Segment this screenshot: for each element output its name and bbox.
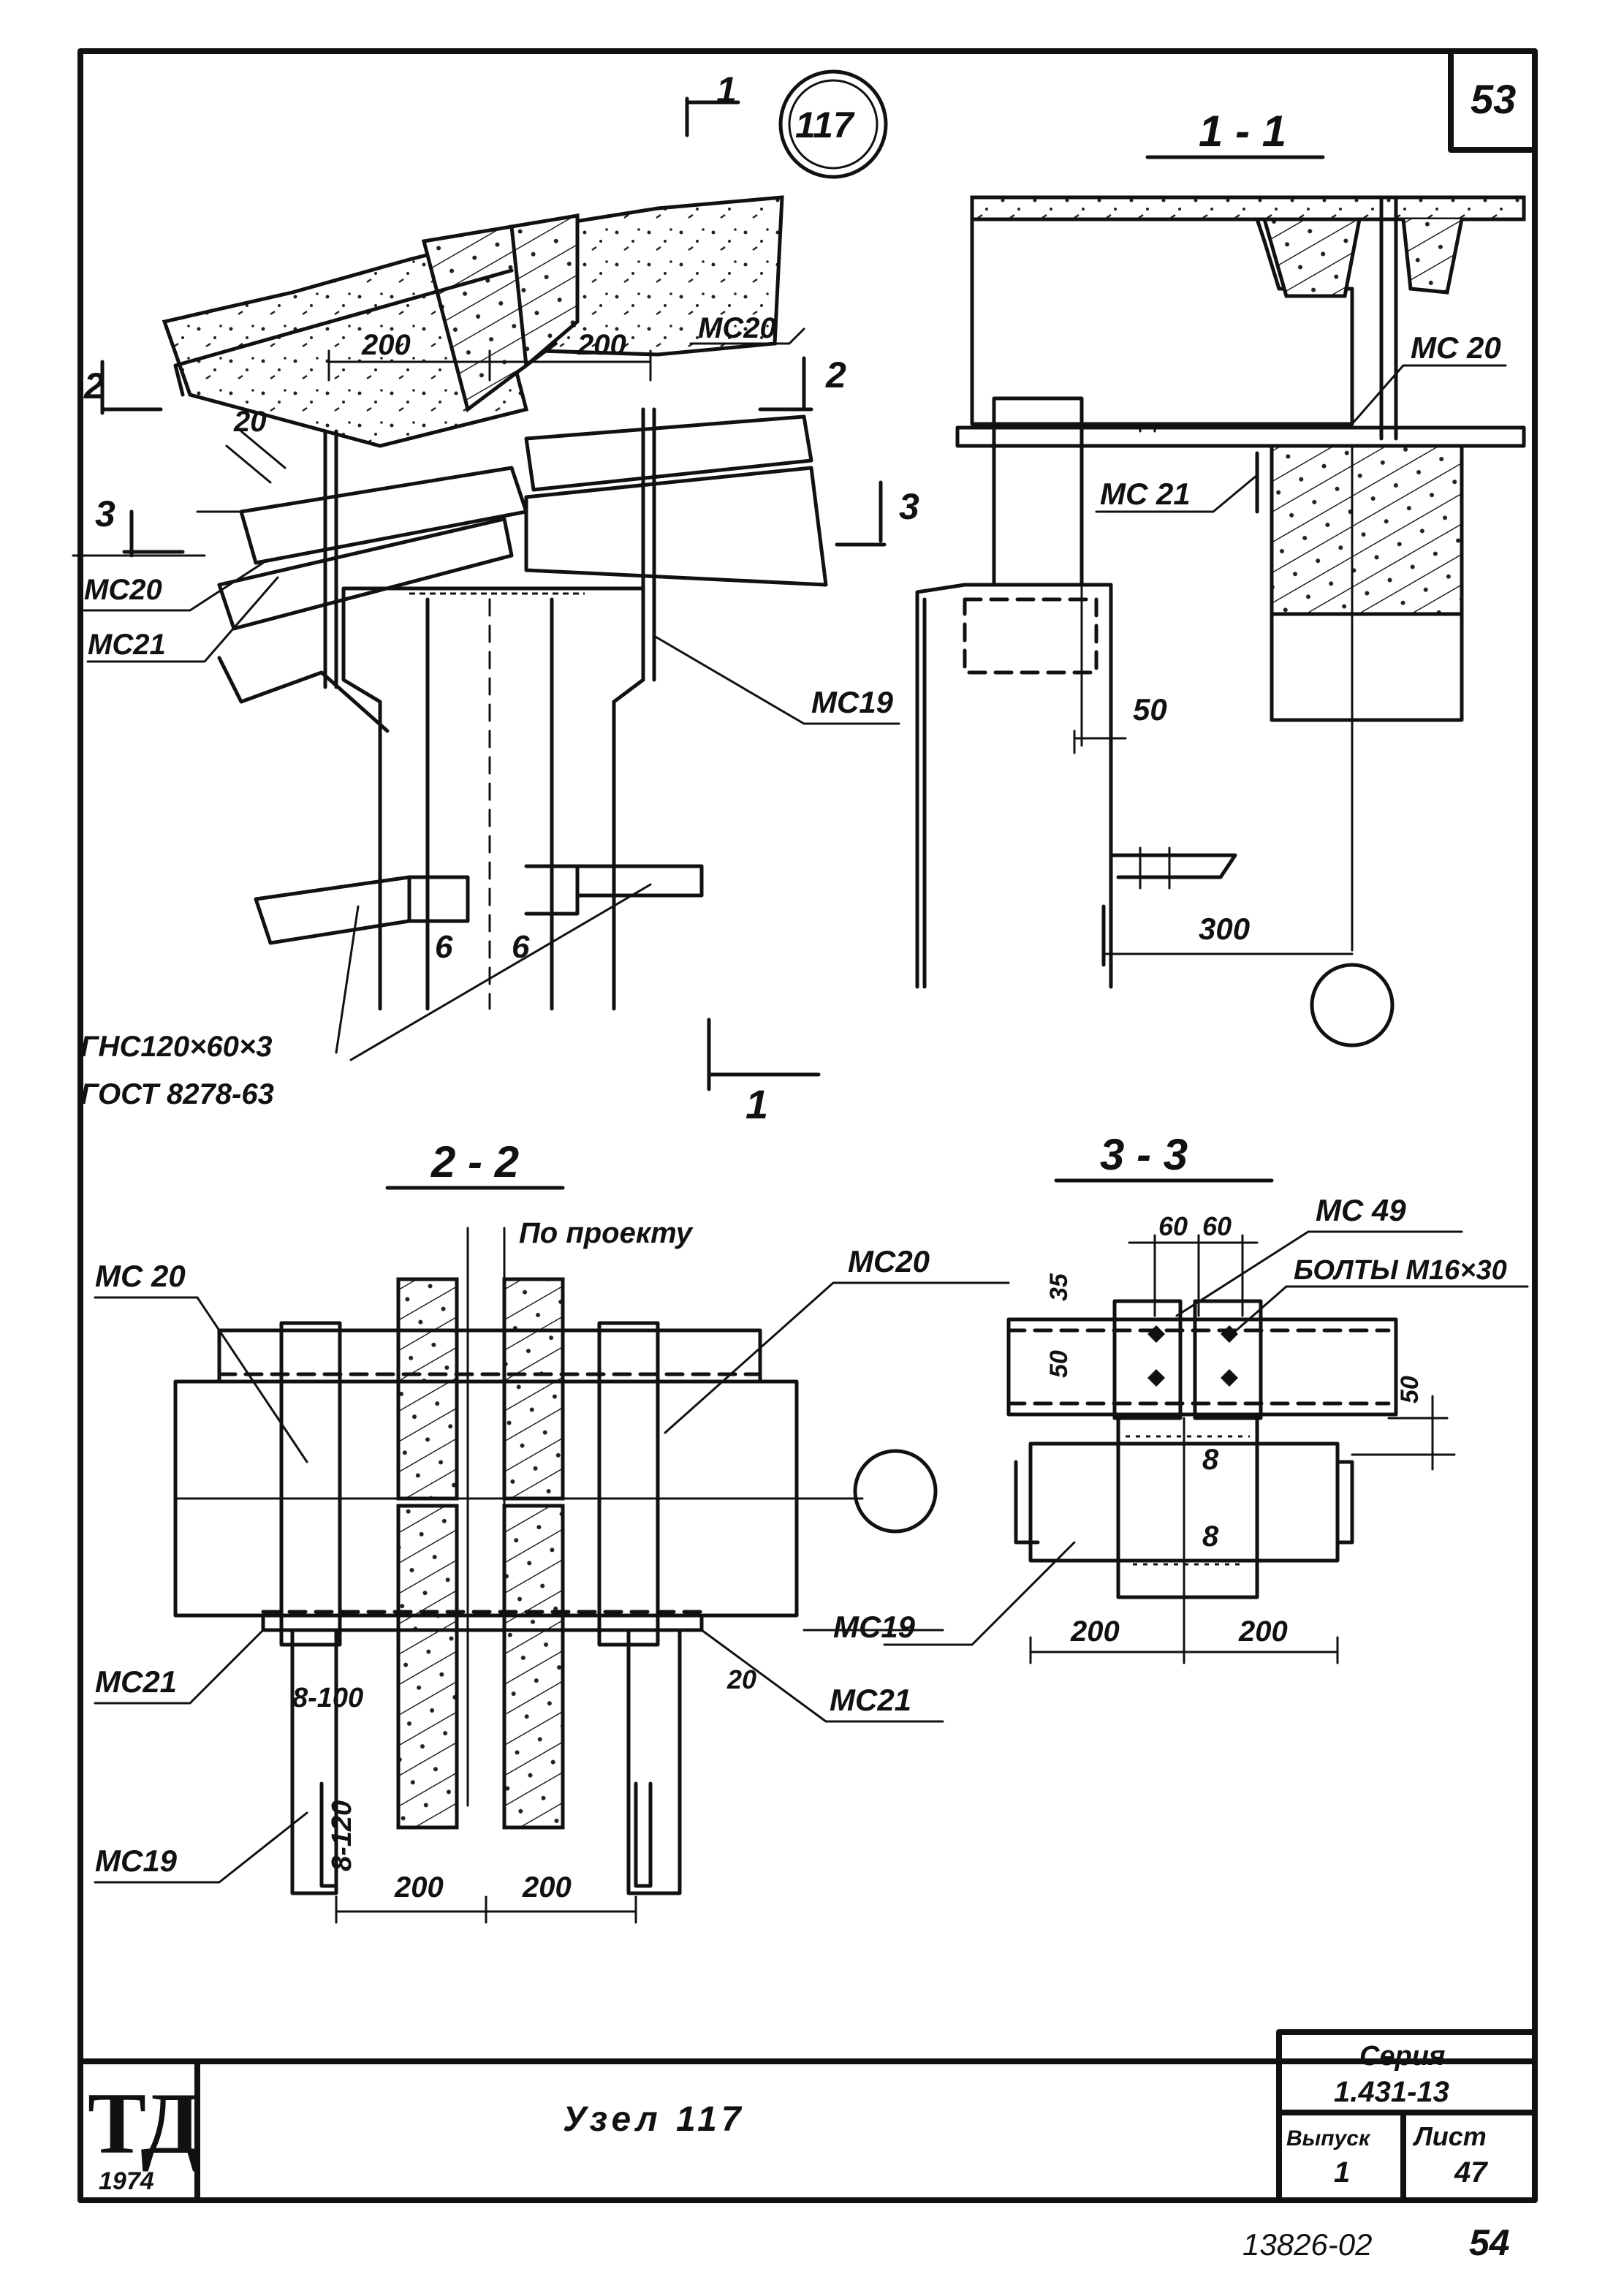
column-head — [341, 586, 645, 1011]
sheet-value: 47 — [1454, 2156, 1488, 2189]
logo: ТД — [88, 2075, 201, 2172]
issue-value: 1 — [1334, 2156, 1350, 2189]
node-circle-label: 117 — [795, 105, 855, 145]
node-circle — [778, 69, 888, 179]
label-mc19-right-2-2: МС19 — [833, 1610, 916, 1644]
dim-35: 35 — [1045, 1273, 1073, 1301]
label-mc20-left: МС20 — [84, 574, 162, 606]
dim-200-a: 200 — [361, 329, 411, 361]
view-3-3: 3 - 3 60 60 МС 49 БОЛТЫ М16×30 35 50 50 … — [883, 1130, 1529, 1664]
pier-b-lower — [502, 1504, 565, 1830]
label-mc20-left-2-2: МС 20 — [95, 1259, 186, 1293]
plate-3-3 — [1028, 1441, 1340, 1563]
cut-mark-3-right: 3 — [899, 486, 919, 527]
channel-mc21-left — [217, 517, 514, 631]
pier-a-upper — [396, 1277, 459, 1501]
label-mc21-left-2-2: МС21 — [95, 1664, 177, 1699]
label-mc20-top: МС20 — [698, 312, 776, 344]
logo-year: 1974 — [99, 2167, 154, 2195]
sheet-frame — [77, 48, 1538, 2203]
dim-line-2-2 — [335, 1895, 637, 1924]
footer-code: 13826-02 — [1242, 2227, 1373, 2262]
dim-200-b-3-3: 200 — [1238, 1615, 1288, 1648]
weld-8-100: 8-100 — [292, 1683, 363, 1713]
series-label: Серия — [1359, 2041, 1445, 2072]
view-2-2-title: 2 - 2 — [430, 1137, 519, 1186]
profile-note: ГНС120×60×3 — [80, 1031, 273, 1063]
dim-line-3-3 — [1029, 1636, 1339, 1664]
view-1-1: 1 - 1 МС 20 МС 21 50 300 — [915, 107, 1526, 1047]
sheet-label: Лист — [1412, 2121, 1487, 2151]
gridline-bubble-2-2 — [853, 1449, 938, 1534]
footer-page: 54 — [1469, 2222, 1510, 2263]
drawing-title: Узел 117 — [563, 2100, 745, 2139]
label-mc20-right-2-2: МС20 — [848, 1244, 930, 1278]
label-mc19-left-2-2: МС19 — [95, 1844, 178, 1878]
pier-b-upper — [502, 1277, 565, 1501]
dim-200-b: 200 — [577, 329, 626, 361]
dim-60-b: 60 — [1202, 1211, 1232, 1241]
weld-8-a: 8 — [1202, 1444, 1219, 1476]
cut-mark-1-top — [685, 96, 740, 137]
weld-8-b: 8 — [1202, 1520, 1219, 1553]
view-2-2: 2 - 2 По проекту МС 20 МС20 МС19 МС21 МС… — [94, 1137, 1010, 1924]
dim-6-b: 6 — [512, 929, 530, 965]
title-block: ТД 1974 Узел 117 Серия 1.431-13 Выпуск 1… — [77, 2029, 1538, 2203]
cut-mark-2-right: 2 — [825, 355, 846, 395]
note-project: По проекту — [519, 1217, 694, 1249]
view-3-3-title: 3 - 3 — [1100, 1130, 1188, 1179]
cut-mark-1-bottom: 1 — [745, 1081, 768, 1127]
series-value: 1.431-13 — [1334, 2076, 1449, 2108]
label-mc21-right-2-2: МС21 — [830, 1683, 911, 1717]
label-mc19-right: МС19 — [811, 685, 894, 719]
sheet-number-box: 53 — [1448, 48, 1538, 153]
cut-mark-2-left: 2 — [83, 365, 105, 406]
dim-50-1-1: 50 — [1133, 692, 1167, 727]
slab-1-1 — [970, 195, 1526, 221]
dim-50-b: 50 — [1396, 1376, 1424, 1403]
gridline-bubble-1-1 — [1310, 963, 1395, 1047]
channel-top-1-1 — [955, 425, 1526, 448]
dim-20: 20 — [233, 406, 267, 438]
cut-mark-1-top-label: 1 — [716, 69, 737, 110]
hatched-column-1-1 — [1270, 444, 1464, 616]
dim-200-a-2-2: 200 — [394, 1871, 444, 1903]
issue-label: Выпуск — [1286, 2126, 1371, 2151]
label-mc21-left: МС21 — [88, 629, 166, 661]
label-mc49: МС 49 — [1316, 1193, 1406, 1227]
dim-300-1-1: 300 — [1199, 912, 1250, 946]
channel-mc20-right — [524, 414, 813, 492]
dim-50-a: 50 — [1045, 1350, 1073, 1378]
gost-note: ГОСТ 8278-63 — [80, 1078, 274, 1110]
dim-20-2-2: 20 — [726, 1664, 756, 1694]
dim-6-a: 6 — [435, 929, 453, 965]
label-bolts: БОЛТЫ М16×30 — [1294, 1255, 1507, 1286]
view-1-1-title: 1 - 1 — [1199, 107, 1286, 156]
pier-a-lower — [396, 1504, 459, 1830]
sheet-number: 53 — [1471, 76, 1516, 122]
dim-60-a: 60 — [1158, 1211, 1188, 1241]
weld-8-120: 8-120 — [327, 1800, 357, 1871]
label-mc20-1-1: МС 20 — [1411, 330, 1501, 365]
cut-mark-3-left: 3 — [95, 493, 115, 534]
dim-200-b-2-2: 200 — [522, 1871, 572, 1903]
main-view: 1 117 200 200 МС20 2 2 20 3 — [72, 69, 919, 1127]
channel-mc21-right — [524, 466, 828, 587]
dim-200-a-3-3: 200 — [1070, 1615, 1120, 1648]
beam-3-3 — [1006, 1317, 1398, 1417]
label-mc21-1-1: МС 21 — [1100, 477, 1191, 511]
